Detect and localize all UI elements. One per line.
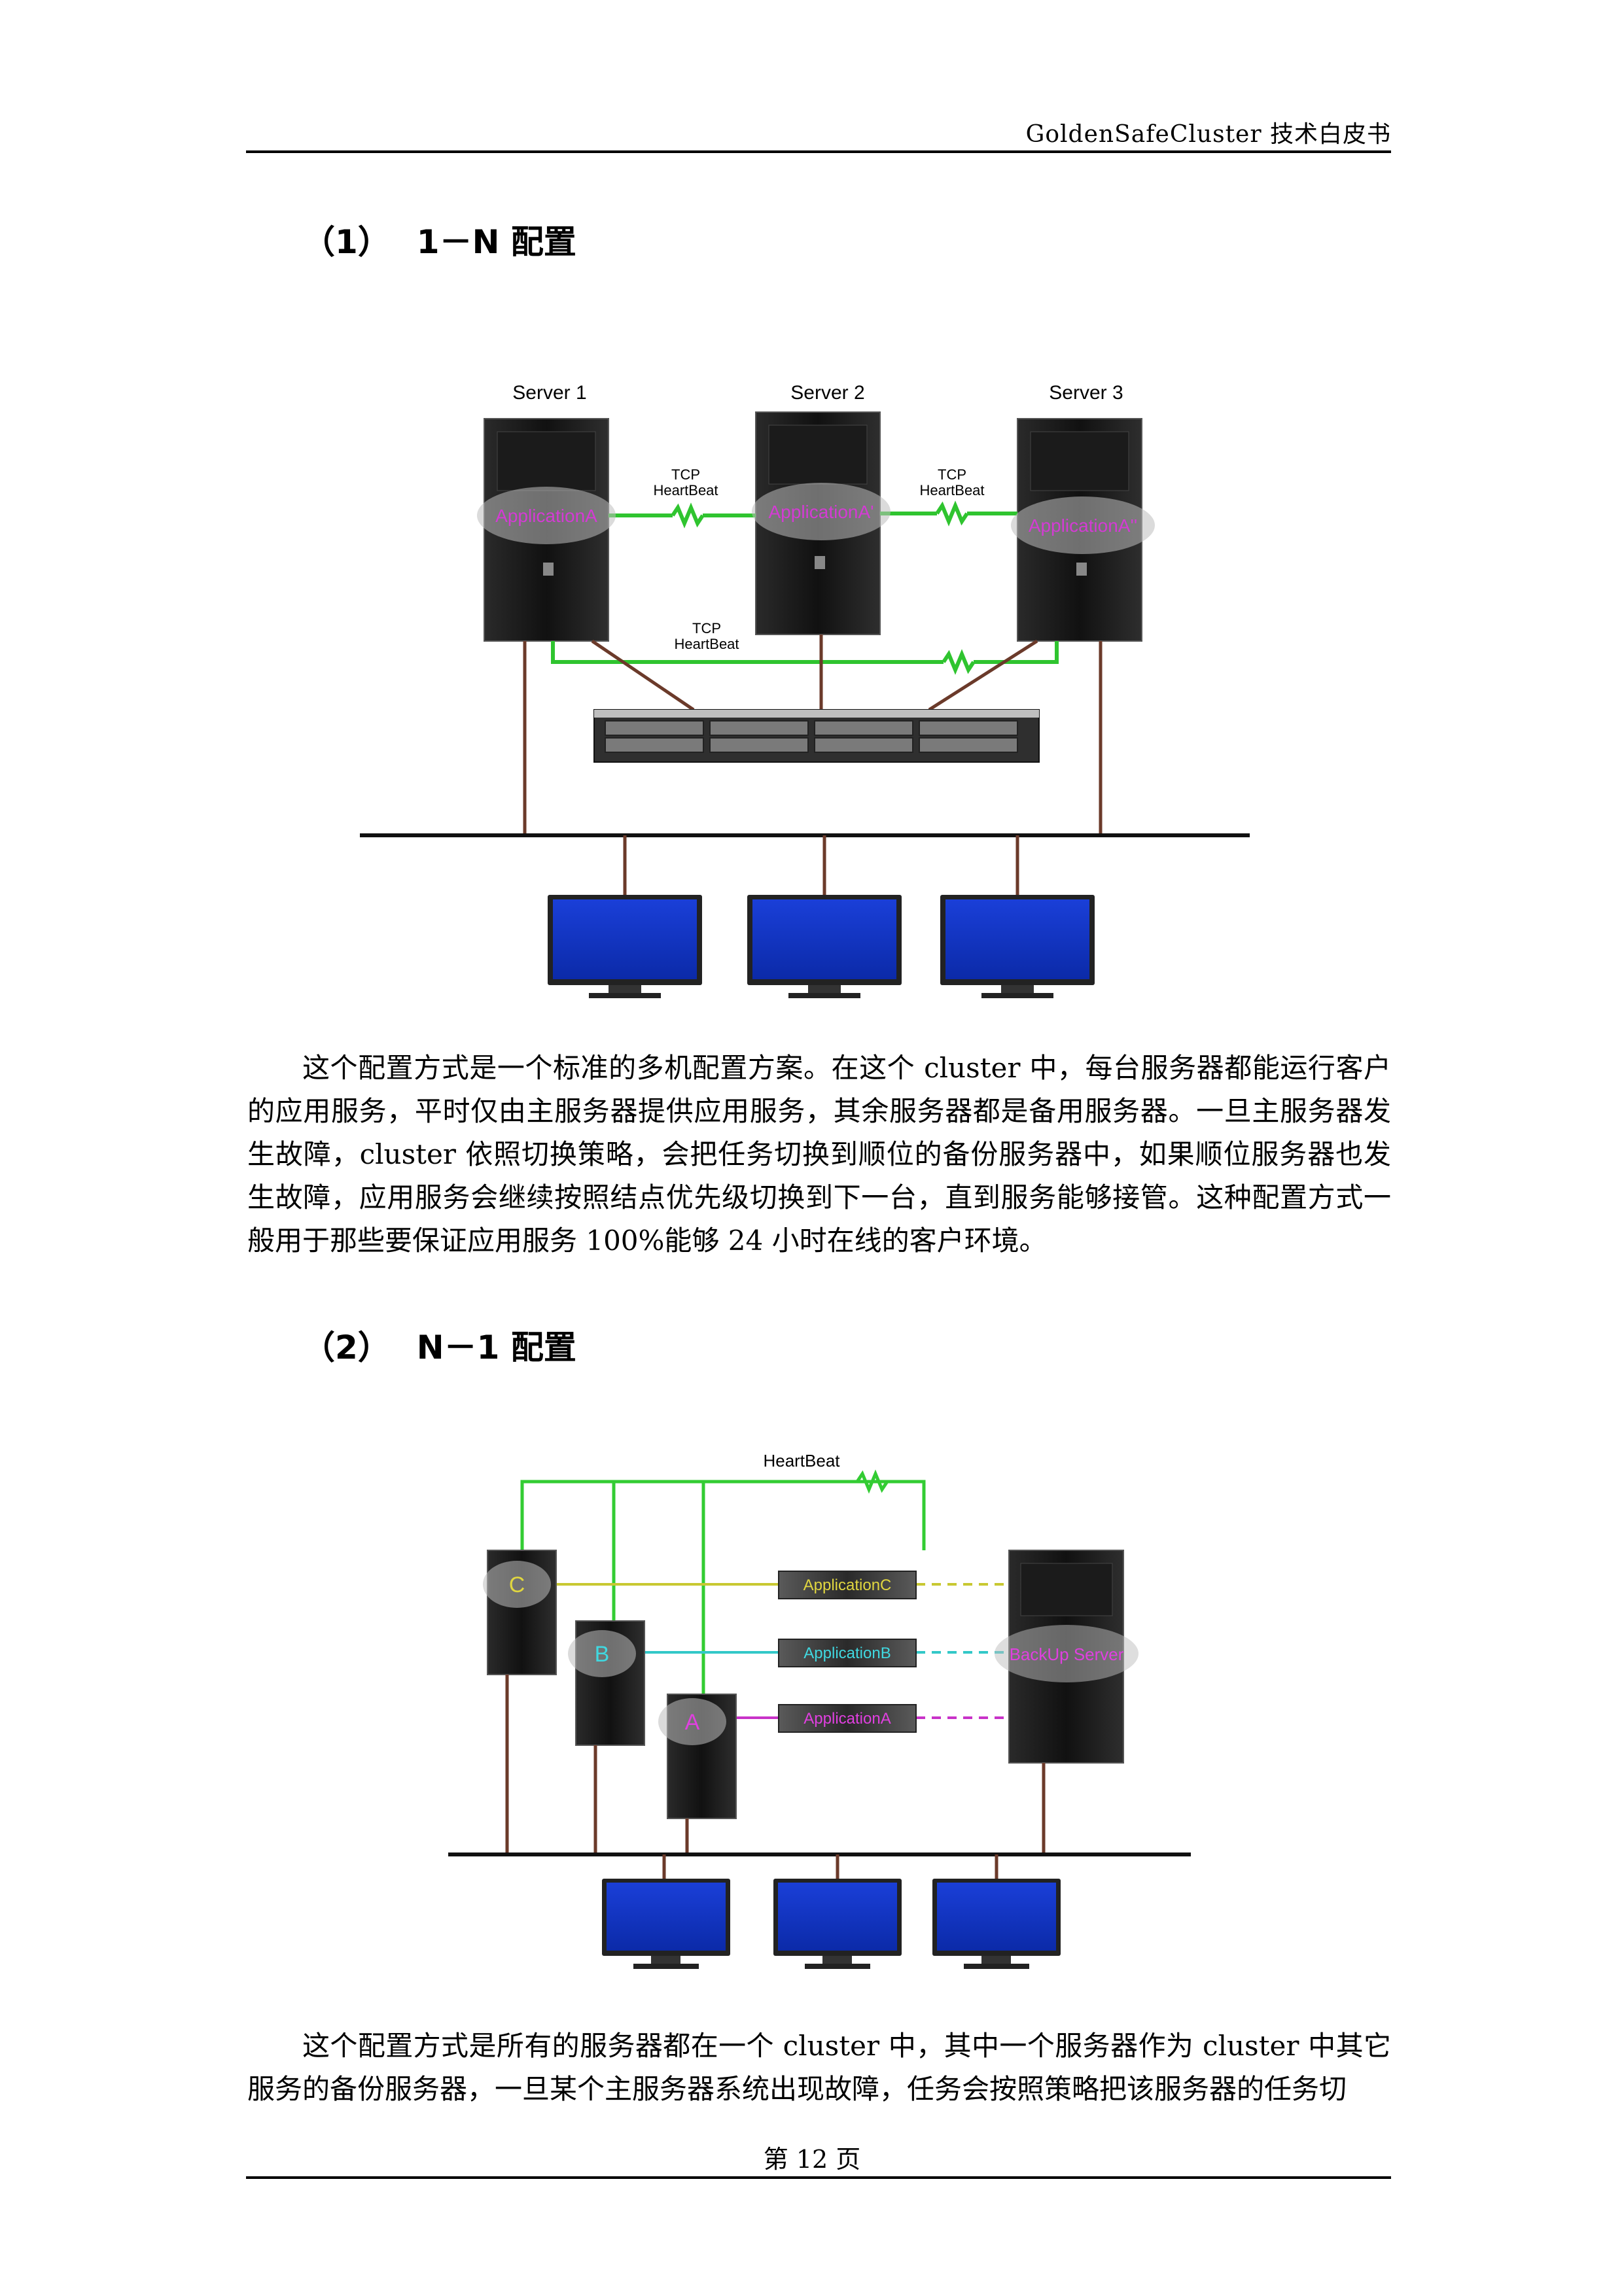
node-b-tower: B bbox=[568, 1620, 645, 1746]
heartbeat-link-top bbox=[609, 500, 1017, 529]
heartbeat-label: HeartBeat bbox=[763, 1451, 840, 1470]
section-2-paragraph-text: 这个配置方式是所有的服务器都在一个 cluster 中，其中一个服务器作为 cl… bbox=[247, 2030, 1391, 2105]
section-2-number: （2） bbox=[302, 1329, 391, 1366]
client-monitor-1 bbox=[548, 895, 702, 998]
page-number: 第 12 页 bbox=[763, 2145, 861, 2174]
section-2-paragraph: 这个配置方式是所有的服务器都在一个 cluster 中，其中一个服务器作为 cl… bbox=[247, 2025, 1391, 2111]
diagram-n-1: HeartBeat ApplicationC ApplicationB Appl… bbox=[448, 1451, 1191, 1969]
app-label-3: ApplicationA'' bbox=[1029, 515, 1137, 536]
app-box-a: ApplicationA bbox=[778, 1704, 917, 1733]
app-box-a-label: ApplicationA bbox=[803, 1710, 891, 1728]
app-box-c-label: ApplicationC bbox=[803, 1576, 892, 1594]
server-3-label: Server 3 bbox=[1049, 382, 1123, 404]
storage-array bbox=[593, 709, 1040, 763]
client-monitor-2 bbox=[747, 895, 902, 998]
backup-server-tower: BackUp Server bbox=[995, 1550, 1139, 1764]
header-rule bbox=[246, 150, 1391, 153]
section-1-paragraph: 这个配置方式是一个标准的多机配置方案。在这个 cluster 中，每台服务器都能… bbox=[247, 1047, 1391, 1262]
node-c-tower: C bbox=[483, 1550, 557, 1675]
client-monitor-3 bbox=[940, 895, 1095, 998]
header-title: GoldenSafeCluster 技术白皮书 bbox=[1025, 121, 1391, 148]
heartbeat-hb-label-2: HeartBeat bbox=[919, 482, 984, 498]
app-box-b: ApplicationB bbox=[778, 1639, 917, 1667]
app-label-1: ApplicationA bbox=[495, 506, 597, 526]
heartbeat-hb-label-1: HeartBeat bbox=[653, 482, 718, 498]
node-a-tower: A bbox=[658, 1694, 737, 1819]
backup-server-label: BackUp Server bbox=[1010, 1644, 1124, 1664]
client-monitor-4 bbox=[602, 1879, 730, 1969]
heartbeat-tcp-label-3: TCP bbox=[692, 620, 721, 636]
server-1-label: Server 1 bbox=[512, 382, 586, 404]
diagram-1-n: Server 1 Server 2 Server 3 TCP HeartBeat… bbox=[360, 382, 1250, 998]
app-oval-1: ApplicationA bbox=[477, 487, 616, 544]
heartbeat-resistor bbox=[855, 1469, 889, 1494]
section-1-number: （1） bbox=[302, 223, 391, 261]
node-c-label: C bbox=[509, 1573, 525, 1597]
app-oval-2: ApplicationA' bbox=[752, 483, 891, 540]
section-1-paragraph-text: 这个配置方式是一个标准的多机配置方案。在这个 cluster 中，每台服务器都能… bbox=[247, 1052, 1391, 1257]
node-a-label: A bbox=[685, 1710, 700, 1735]
node-b-label: B bbox=[595, 1642, 610, 1667]
section-2-heading: N－1 配置 bbox=[416, 1329, 576, 1366]
client-monitor-5 bbox=[773, 1879, 902, 1969]
app-box-c: ApplicationC bbox=[778, 1571, 917, 1599]
heartbeat-hb-label-3: HeartBeat bbox=[674, 636, 739, 652]
app-label-2: ApplicationA' bbox=[769, 502, 874, 522]
node-lan-drops bbox=[505, 1675, 1046, 1853]
app-oval-3: ApplicationA'' bbox=[1011, 496, 1155, 554]
heartbeat-tcp-label-1: TCP bbox=[671, 466, 700, 483]
app-box-b-label: ApplicationB bbox=[803, 1644, 891, 1662]
section-1-heading: 1－N 配置 bbox=[416, 223, 576, 261]
server-lan-drops bbox=[523, 641, 1103, 834]
section-2-title: （2） N－1 配置 bbox=[302, 1321, 576, 1368]
heartbeat-tcp-label-2: TCP bbox=[938, 466, 966, 483]
storage-wires bbox=[591, 635, 1038, 712]
client-drops bbox=[623, 835, 1019, 896]
footer-rule bbox=[246, 2176, 1391, 2179]
section-1-title: （1） 1－N 配置 bbox=[302, 216, 576, 263]
client-drops-2 bbox=[662, 1854, 998, 1879]
server-2-label: Server 2 bbox=[790, 382, 864, 404]
heartbeat-bus bbox=[520, 1480, 926, 1717]
client-monitor-6 bbox=[932, 1879, 1061, 1969]
